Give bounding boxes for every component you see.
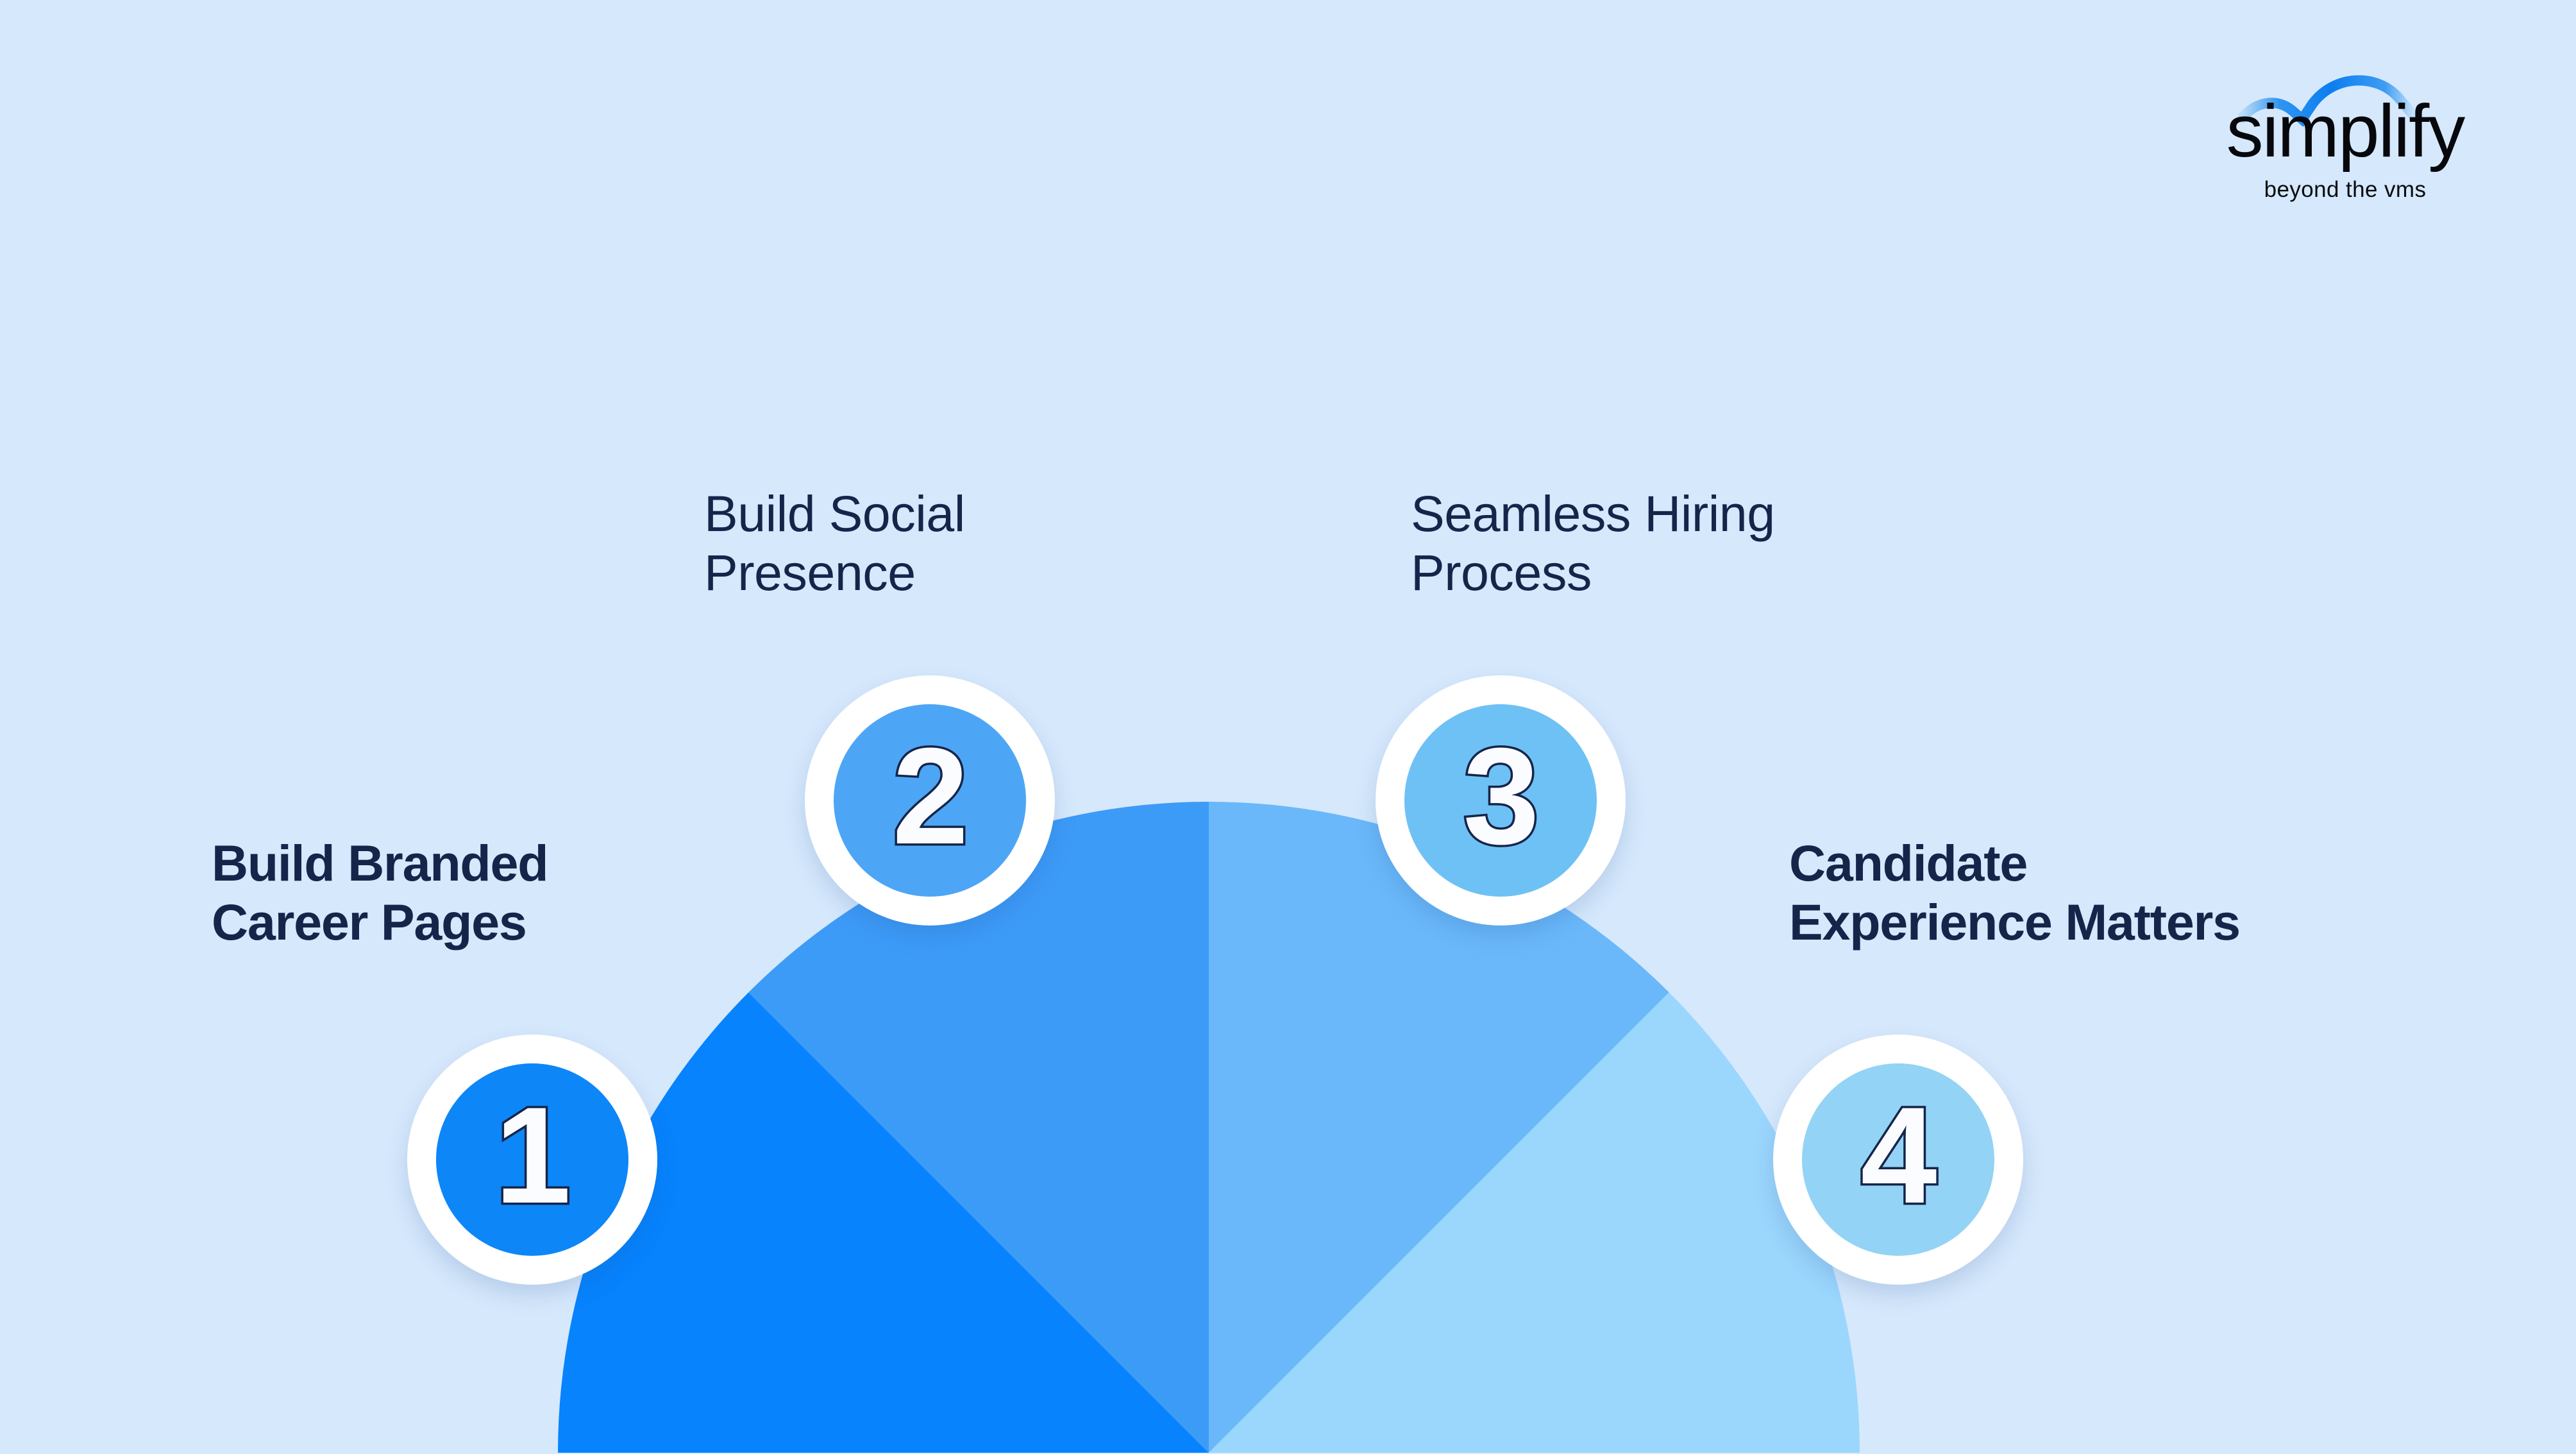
step-badge-1[interactable]: 1 [407, 1035, 657, 1285]
step-label-4: Candidate Experience Matters [1789, 834, 2241, 951]
step-label-3: Seamless Hiring Process [1411, 485, 1775, 601]
semicircle-pie-chart [558, 802, 1860, 1454]
step-label-1: Build Branded Career Pages [212, 834, 548, 951]
brand-logo: simplify beyond the vms [2207, 71, 2483, 202]
logo-tagline: beyond the vms [2264, 177, 2427, 202]
cloud-arc-icon [2238, 75, 2418, 128]
logo-wordmark: simplify [2226, 89, 2466, 173]
step-badge-4-number: 4 [1858, 1079, 1939, 1232]
step-badge-1-disc: 1 [436, 1063, 628, 1256]
step-badge-2-disc: 2 [834, 704, 1026, 897]
pie-wedge-1 [558, 992, 1209, 1453]
pie-wedge-2 [748, 802, 1209, 1453]
pie-wedge-3 [1209, 802, 1669, 1453]
step-badge-4-disc: 4 [1802, 1063, 1994, 1256]
step-badge-3[interactable]: 3 [1376, 675, 1626, 926]
pie-segments [558, 802, 1860, 1453]
step-badge-2[interactable]: 2 [805, 675, 1055, 926]
step-badge-3-number: 3 [1461, 720, 1542, 873]
pie-wedge-4 [1209, 992, 1860, 1453]
step-label-2: Build Social Presence [704, 485, 965, 601]
step-badge-1-number: 1 [492, 1079, 573, 1232]
step-badge-2-number: 2 [890, 720, 971, 873]
step-badge-3-disc: 3 [1404, 704, 1597, 897]
step-badge-4[interactable]: 4 [1773, 1035, 2023, 1285]
